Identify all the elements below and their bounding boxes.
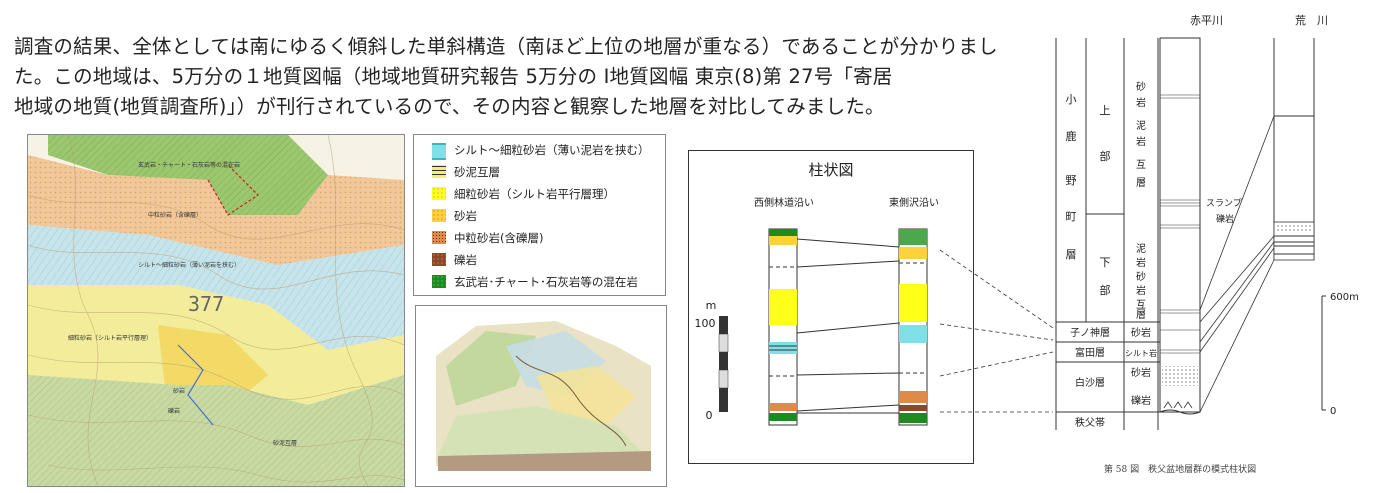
reference-svg: 赤平川 荒 川 小 鹿 野 町 層 上 部 下 部 砂 岩	[1055, 14, 1359, 475]
intro-paragraph: 調査の結果、全体としては南にゆるく傾斜した単斜構造（南ほど上位の地層が重なる）で…	[14, 32, 1004, 122]
lower-litho-char: 砂	[1136, 270, 1146, 283]
lower-litho-char: 泥	[1136, 242, 1146, 255]
formation-char: 小	[1066, 93, 1077, 106]
upper-char: 上	[1100, 104, 1111, 117]
correlation-lines	[796, 238, 900, 414]
scale-100: 100	[695, 317, 716, 330]
legend-label: 中粒砂岩(含礫層)	[454, 231, 544, 245]
row-litho: 砂岩	[1131, 366, 1151, 379]
scale-600m: 600m	[1330, 292, 1359, 303]
river-akahira: 赤平川	[1190, 14, 1223, 27]
upper-litho-char: 岩	[1136, 135, 1146, 148]
legend-swatch	[432, 143, 446, 160]
upper-char: 部	[1100, 149, 1111, 163]
fault-line	[207, 164, 259, 216]
contour-lines	[28, 135, 404, 486]
legend-label: 細粒砂岩（シルト岩平行層理）	[454, 187, 615, 201]
lower-litho-char: 層	[1136, 309, 1146, 321]
legend-swatch	[432, 187, 446, 200]
scale-bar	[718, 316, 729, 412]
intro-line-2: た。この地域は、5万分の１地質図幅（地域地質研究報告 5万分の Ⅰ地質図幅 東京…	[14, 65, 893, 88]
lower-litho-char: 互	[1136, 299, 1146, 311]
reference-scale	[1321, 295, 1326, 411]
legend-swatch	[432, 253, 446, 266]
geological-map-svg: 玄武岩・チャート・石灰岩等の混在岩 中粒砂岩（含礫層） シルト〜細粒砂岩（薄い泥…	[28, 135, 404, 486]
columnar-svg: 柱状図 西側林道沿い 東側沢沿い m 100 0	[695, 161, 939, 426]
map-elevation: 377	[188, 292, 224, 316]
intro-line-1: 調査の結果、全体としては南にゆるく傾斜した単斜構造（南ほど上位の地層が重なる）で…	[14, 35, 998, 58]
row-name: 白沙層	[1075, 376, 1105, 389]
formation-char: 層	[1066, 248, 1077, 261]
lower-litho-char: 岩	[1136, 256, 1146, 269]
legend-label: シルト～細粒砂岩（薄い泥岩を挟む）	[454, 143, 650, 157]
legend-swatch	[432, 209, 446, 222]
row-name: 子ノ神層	[1070, 326, 1110, 339]
legend-label: 砂泥互層	[454, 165, 500, 179]
slump-label: スランプ	[1206, 198, 1242, 209]
reference-caption: 第 58 図 秩父盆地層群の模式柱状図	[1104, 463, 1256, 475]
terrain-3d-view	[415, 305, 667, 487]
lower-litho-char: 岩	[1136, 284, 1146, 297]
legend-label: 礫岩	[454, 253, 477, 267]
columnar-section: 柱状図 西側林道沿い 東側沢沿い m 100 0	[688, 150, 974, 464]
arakawa-column	[1273, 38, 1315, 261]
scale-0m: 0	[1330, 406, 1336, 417]
map-legend: シルト～細粒砂岩（薄い泥岩を挟む） 砂泥互層 細粒砂岩（シルト岩平行層理） 砂岩…	[413, 134, 666, 296]
conglomerate-label: 礫岩	[1216, 213, 1234, 225]
west-column	[768, 228, 798, 426]
upper-litho-char: 互	[1136, 159, 1146, 171]
formation-char: 鹿	[1066, 129, 1077, 143]
legend-label: 砂岩	[454, 209, 477, 223]
map-label-silt: シルト〜細粒砂岩（薄い泥岩を挟む）	[138, 261, 240, 269]
row-name: 富田層	[1075, 346, 1105, 359]
river-arakawa: 荒 川	[1295, 14, 1328, 27]
row-litho: シルト岩	[1125, 348, 1157, 358]
map-label-sand: 砂岩	[173, 387, 185, 395]
scale-0: 0	[706, 409, 713, 422]
connector-lines	[939, 249, 1054, 413]
terrain-3d-svg	[416, 306, 666, 486]
akahira-column	[1159, 37, 1201, 415]
reference-column-figure: 赤平川 荒 川 小 鹿 野 町 層 上 部 下 部 砂 岩	[1040, 0, 1378, 489]
lower-char: 部	[1100, 283, 1111, 297]
map-label-melange: 玄武岩・チャート・石灰岩等の混在岩	[138, 161, 240, 169]
upper-litho-char: 岩	[1136, 96, 1146, 109]
legend-swatch	[432, 165, 446, 178]
map-label-gravel: 礫岩	[168, 407, 180, 415]
upper-litho-char: 層	[1136, 177, 1146, 189]
legend-swatch	[432, 231, 446, 244]
row-litho: 礫岩	[1131, 394, 1151, 407]
upper-litho-char: 砂	[1136, 80, 1146, 93]
east-column-title: 東側沢沿い	[889, 196, 939, 209]
east-column	[898, 228, 928, 426]
columnar-title: 柱状図	[808, 161, 853, 179]
west-column-title: 西側林道沿い	[754, 196, 814, 209]
intro-line-3: 地域の地質(地質調査所)」）が刊行されているので、その内容と観察した地層を対比し…	[14, 95, 885, 118]
legend-swatch	[432, 275, 446, 288]
map-label-fine: 細粒砂岩（シルト岩平行層理）	[68, 334, 152, 342]
lower-char: 下	[1100, 256, 1111, 269]
scale-unit: m	[706, 299, 717, 312]
upper-litho-char: 泥	[1136, 119, 1146, 132]
formation-char: 野	[1066, 174, 1077, 187]
map-label-alternation: 砂泥互層	[273, 439, 297, 447]
row-name: 秩父帯	[1075, 416, 1105, 429]
geological-map: 玄武岩・チャート・石灰岩等の混在岩 中粒砂岩（含礫層） シルト〜細粒砂岩（薄い泥…	[27, 134, 405, 487]
map-label-medium: 中粒砂岩（含礫層）	[148, 211, 202, 219]
route-line	[177, 344, 214, 426]
row-litho: 砂岩	[1131, 326, 1151, 339]
legend-label: 玄武岩･チャート･石灰岩等の混在岩	[454, 275, 638, 289]
formation-char: 町	[1066, 210, 1077, 223]
